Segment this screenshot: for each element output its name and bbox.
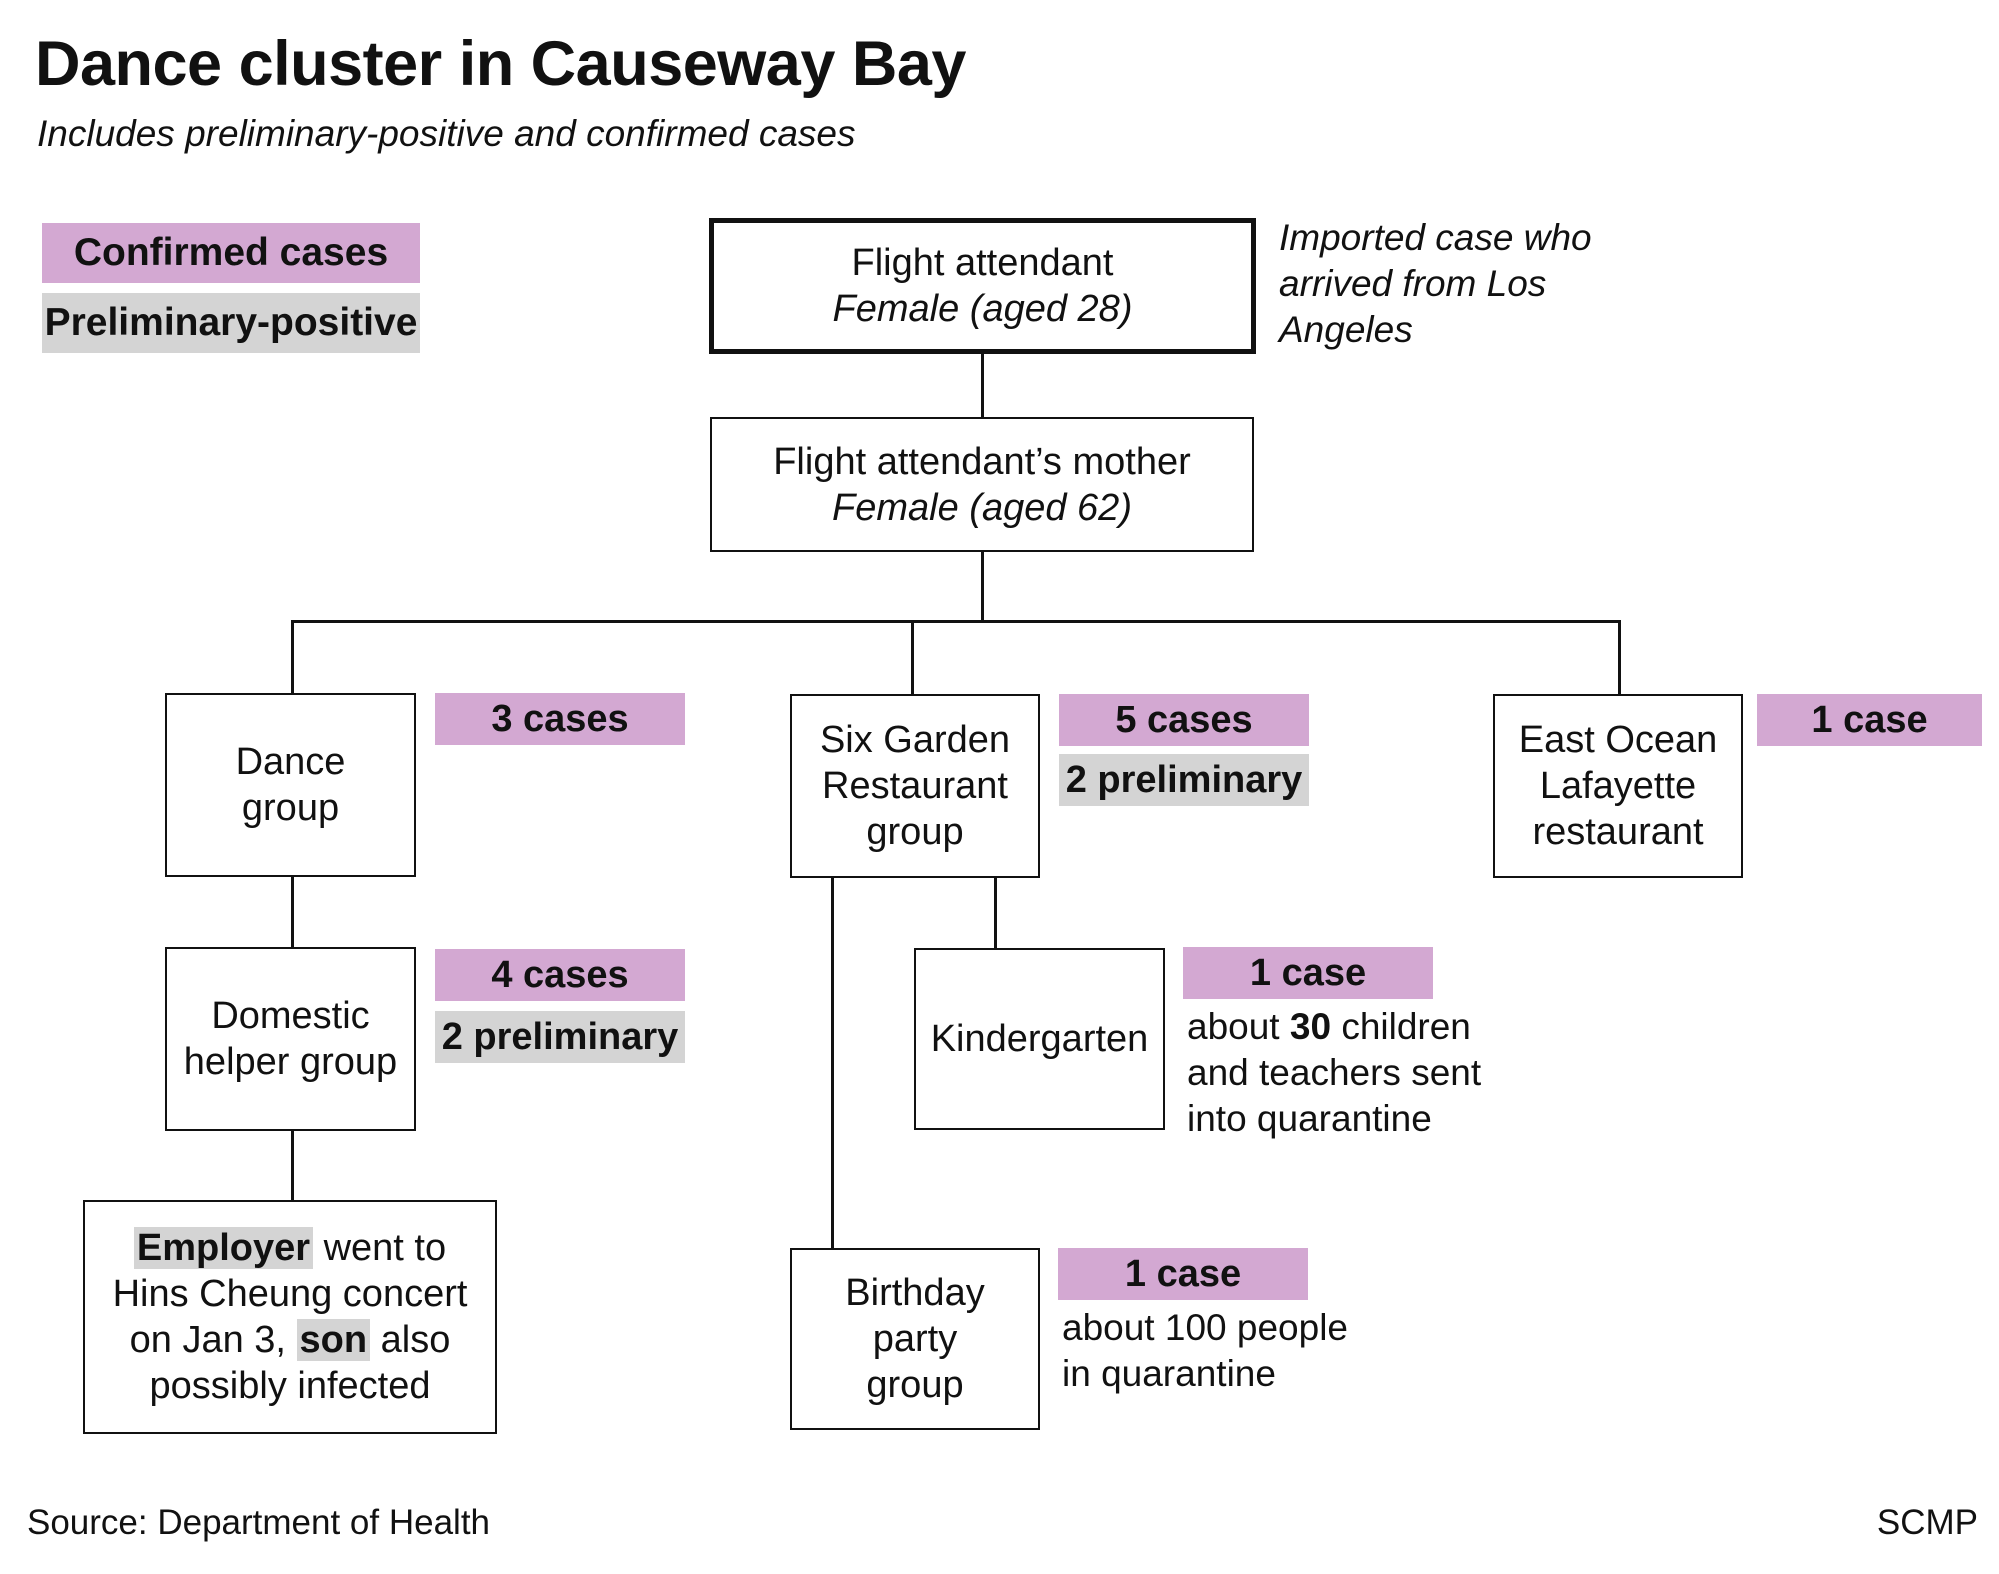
connector-line: [831, 877, 834, 1250]
node-kindergarten: Kindergarten: [914, 948, 1165, 1130]
node-flight-attendant-title: Flight attendant: [851, 242, 1114, 284]
node-text: went to: [323, 1227, 447, 1269]
note-line: Angeles: [1279, 309, 1413, 350]
node-label-line: party: [872, 1318, 958, 1360]
connector-line: [1618, 620, 1621, 696]
east-ocean-confirmed-tag: 1 case: [1757, 694, 1982, 746]
node-label-line: group: [866, 811, 964, 853]
dance-group-confirmed-tag: 3 cases: [435, 693, 685, 745]
node-label-line: Domestic: [211, 995, 370, 1037]
node-flight-attendant: Flight attendant Female (aged 28): [709, 218, 1256, 354]
node-text: on Jan 3,: [129, 1319, 286, 1361]
node-text: also: [380, 1319, 451, 1361]
domestic-helper-confirmed-tag: 4 cases: [435, 949, 685, 1001]
node-label-line: Dance: [235, 741, 346, 783]
birthday-confirmed-tag: 1 case: [1058, 1248, 1308, 1300]
note-line: about 100 people: [1062, 1307, 1348, 1348]
node-east-ocean: East Ocean Lafayette restaurant: [1493, 694, 1743, 878]
node-label-line: possibly infected: [149, 1365, 431, 1407]
connector-line: [981, 353, 984, 418]
node-label-line: helper group: [183, 1041, 398, 1083]
connector-line: [291, 620, 1621, 623]
legend-preliminary: Preliminary-positive: [42, 293, 420, 353]
node-flight-attendant-detail: Female (aged 28): [832, 288, 1133, 330]
node-mother-detail: Female (aged 62): [832, 486, 1132, 529]
domestic-helper-preliminary-tag: 2 preliminary: [435, 1011, 685, 1063]
kindergarten-note: about 30 children and teachers sent into…: [1187, 1004, 1481, 1142]
page-subtitle: Includes preliminary-positive and confir…: [37, 113, 856, 154]
connector-line: [911, 620, 914, 696]
note-line: in quarantine: [1062, 1353, 1276, 1394]
note-text: children: [1341, 1006, 1471, 1047]
note-line: arrived from Los: [1279, 263, 1547, 304]
six-garden-preliminary-tag: 2 preliminary: [1059, 754, 1309, 806]
connector-line: [291, 620, 294, 694]
connector-line: [994, 877, 997, 951]
connector-line: [981, 551, 984, 622]
highlight-preliminary: son: [296, 1319, 371, 1361]
note-line: and teachers sent: [1187, 1052, 1482, 1093]
page-title: Dance cluster in Causeway Bay: [35, 29, 966, 99]
node-label-line: Six Garden: [819, 719, 1011, 761]
node-domestic-helper: Domestic helper group: [165, 947, 416, 1131]
six-garden-confirmed-tag: 5 cases: [1059, 694, 1309, 746]
kindergarten-confirmed-tag: 1 case: [1183, 947, 1433, 999]
node-label-line: group: [866, 1364, 964, 1406]
birthday-note: about 100 people in quarantine: [1062, 1305, 1348, 1397]
node-label-line: on Jan 3, son also: [129, 1317, 451, 1363]
legend-confirmed: Confirmed cases: [42, 223, 420, 283]
source-note: Source: Department of Health: [27, 1503, 491, 1542]
node-birthday-party: Birthday party group: [790, 1248, 1040, 1430]
node-mother: Flight attendant’s mother Female (aged 6…: [710, 417, 1254, 552]
connector-line: [291, 1130, 294, 1202]
node-employer: Employer went to Hins Cheung concert on …: [83, 1200, 497, 1434]
note-line: into quarantine: [1187, 1098, 1432, 1139]
node-label-line: Hins Cheung concert: [112, 1273, 468, 1315]
note-text: about: [1187, 1006, 1280, 1047]
node-label-line: Birthday: [845, 1272, 985, 1314]
node-label-line: Lafayette: [1539, 765, 1697, 807]
node-label-line: Restaurant: [822, 765, 1008, 807]
note-line: Imported case who: [1279, 217, 1592, 258]
node-label-line: East Ocean: [1518, 719, 1718, 761]
flight-attendant-note: Imported case who arrived from Los Angel…: [1279, 215, 1592, 353]
node-six-garden: Six Garden Restaurant group: [790, 694, 1040, 878]
node-label-line: Kindergarten: [930, 1018, 1149, 1060]
node-label-line: restaurant: [1532, 811, 1704, 853]
node-mother-title: Flight attendant’s mother: [773, 440, 1191, 483]
note-number: 30: [1289, 1006, 1332, 1047]
node-label-line: Employer went to: [133, 1225, 447, 1271]
highlight-preliminary: Employer: [133, 1227, 314, 1269]
note-line: about 30 children: [1187, 1004, 1481, 1050]
credit-label: SCMP: [1876, 1503, 1978, 1542]
node-dance-group: Dance group: [165, 693, 416, 877]
node-label-line: group: [241, 787, 340, 829]
connector-line: [291, 876, 294, 949]
